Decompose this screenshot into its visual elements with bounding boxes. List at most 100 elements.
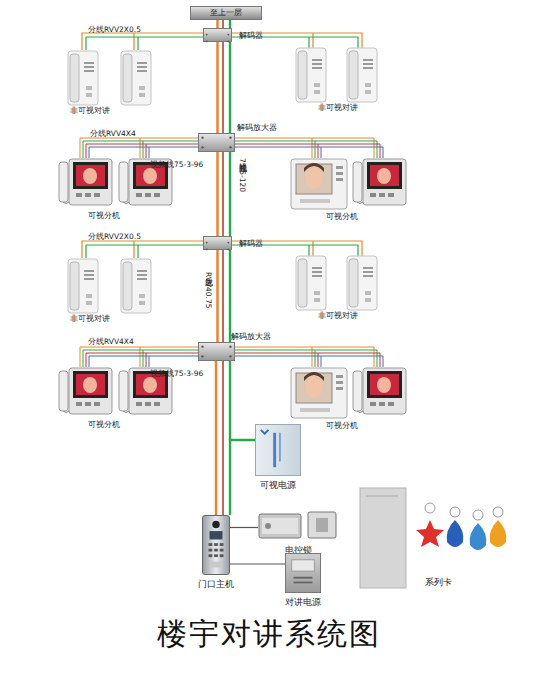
wire-connector	[216, 250, 219, 342]
wire-connector	[215, 361, 218, 515]
riser-wire	[222, 20, 224, 515]
power-art-part	[261, 430, 269, 434]
wire-connector	[230, 563, 285, 564]
node-label: 门口主机	[198, 579, 234, 591]
node-label: 解码放大器	[231, 332, 271, 342]
node-label: 解码器	[239, 239, 263, 249]
lock-art-part	[259, 514, 301, 538]
cable-label: 分线RVV2X0.5	[88, 232, 141, 242]
box-art-part	[227, 34, 229, 36]
box-art-part	[201, 146, 203, 148]
key-fob	[447, 520, 464, 547]
cable-label: 分线RVV4X4	[88, 337, 134, 347]
box-art-part	[227, 249, 229, 251]
door-art-part-part	[220, 554, 224, 557]
door-art	[203, 516, 229, 574]
box-art-part	[229, 345, 231, 347]
node-label: 可视电源	[260, 480, 296, 492]
door-art-part-part	[214, 543, 218, 546]
key-ring	[425, 503, 435, 513]
cable-label: 非可视对讲	[70, 106, 110, 116]
box-art-part	[227, 41, 229, 43]
riser-wire	[229, 20, 231, 440]
node-label: 解码器	[239, 31, 263, 41]
wire-connector	[216, 42, 219, 133]
cable-label: 可视分机	[88, 211, 120, 221]
ic-card	[360, 488, 406, 588]
video-phone	[59, 159, 112, 205]
box-art-part	[206, 249, 208, 251]
power-art-part	[294, 577, 313, 579]
key-fob	[470, 523, 487, 550]
audio-phone	[296, 48, 326, 102]
door-art-part-part	[209, 543, 213, 546]
cable-label: 可视分机	[88, 420, 120, 430]
card-set	[360, 488, 506, 588]
power-art	[286, 554, 320, 592]
door-art-part-part	[220, 543, 224, 546]
door-art-part	[210, 531, 223, 539]
box-art-part	[206, 242, 208, 244]
video-phone	[353, 159, 406, 205]
cable-label: 视频线75-5-120	[237, 158, 247, 192]
cable-label: 视频线75-3-96	[150, 160, 203, 170]
door-art-part	[210, 562, 221, 568]
door-art-part-part	[220, 549, 224, 552]
cable-label: 分线RVV2X0.5	[88, 25, 141, 35]
lock-art-part	[262, 518, 298, 534]
box-art	[204, 240, 231, 252]
video-monitor	[291, 159, 347, 209]
lock-art-part	[265, 523, 271, 529]
door-art-part	[212, 521, 219, 528]
lock-art-part	[316, 518, 328, 532]
door-art-part-part	[209, 549, 213, 552]
cable-label: 主线RVV40.75	[203, 272, 213, 309]
lock-art	[258, 510, 338, 540]
door-art-part-part	[214, 554, 218, 557]
cable-label: 分线RVV4X4	[90, 129, 136, 139]
node-label: 解码放大器	[237, 123, 277, 133]
card-stripe	[366, 496, 398, 497]
power-art-part	[294, 582, 313, 584]
node-label: 至上一层	[191, 7, 261, 19]
box-art-part	[206, 34, 208, 36]
power-art	[256, 425, 300, 475]
key-ring	[473, 510, 483, 520]
upper-floor-box: 至上一层	[190, 6, 262, 20]
intercom-power-unit: 对讲电源	[285, 553, 321, 593]
cable-label: 非可视对讲	[318, 103, 358, 113]
electric-lock: 电控锁	[258, 510, 338, 540]
diagram-title: 楼宇对讲系统图	[0, 614, 538, 655]
part-name: 系列卡	[425, 576, 452, 589]
video-power-unit: 可视电源	[255, 424, 301, 476]
cable-label: 非可视对讲	[70, 314, 110, 324]
wire-connector	[216, 152, 219, 236]
box-art	[199, 343, 234, 360]
wire-connector	[230, 440, 255, 515]
box-art-part	[206, 41, 208, 43]
key-fob	[416, 520, 444, 547]
wire-connector	[216, 20, 219, 28]
box-art-part	[229, 355, 231, 357]
audio-phone	[68, 51, 98, 105]
wire-connector	[230, 527, 258, 528]
power-art-part	[279, 433, 281, 462]
door-station: 门口主机	[202, 515, 230, 575]
decoder-box: 解码器	[203, 28, 232, 42]
box-art-part	[227, 242, 229, 244]
key-ring	[493, 507, 503, 517]
branch-wire	[89, 147, 383, 158]
box-art-part	[201, 136, 203, 138]
key-ring	[450, 507, 460, 517]
decoder-box: 解码器	[203, 236, 232, 250]
audio-phone	[347, 48, 377, 102]
cable-label: 可视分机	[326, 212, 358, 222]
box-art	[204, 32, 231, 44]
power-art-part	[292, 560, 315, 571]
power-art-part	[273, 433, 276, 467]
box-art-part	[201, 345, 203, 347]
box-art-part	[229, 146, 231, 148]
node-label: 对讲电源	[285, 597, 321, 609]
